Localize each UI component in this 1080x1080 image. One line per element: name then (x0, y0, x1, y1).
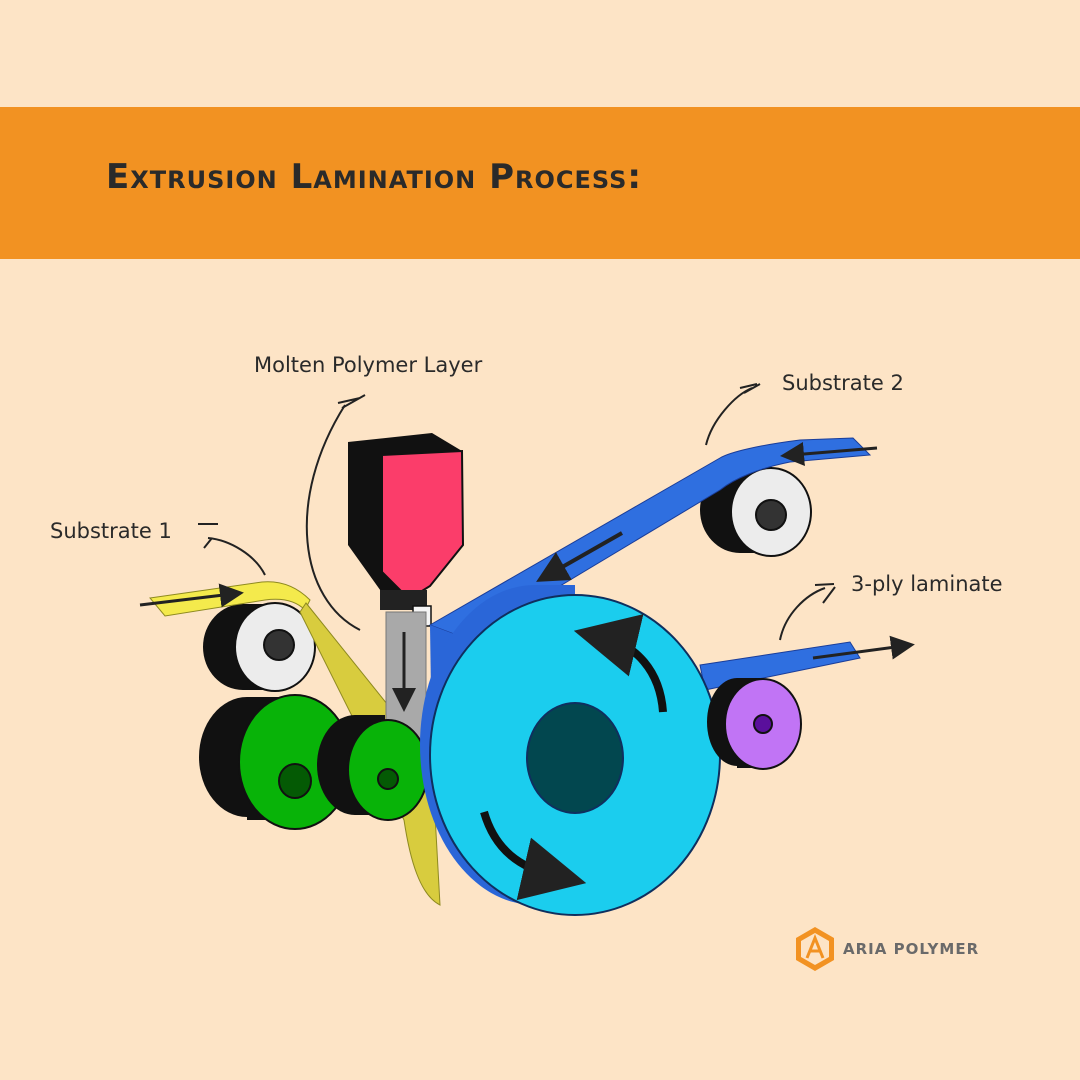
molten-polymer-leader (305, 404, 361, 631)
nip-roll-small (317, 715, 429, 821)
substrate-1-web (139, 581, 441, 906)
title-banner (0, 107, 1080, 259)
laminate-leader (779, 587, 826, 641)
laminate-rewind-roll (707, 635, 915, 770)
substrate-2-label: Substrate 2 (782, 371, 904, 395)
brand-logo (796, 927, 834, 971)
substrate-1-direction-arrow (139, 583, 244, 608)
laminate-label: 3-ply laminate (851, 572, 1003, 596)
rotation-arrow-bottom (480, 810, 587, 901)
page-title: Extrusion Lamination Process: (106, 157, 642, 197)
substrate-1-leader (207, 537, 266, 576)
brand-name: ARIA POLYMER (843, 940, 980, 958)
substrate-2-leader (705, 387, 753, 446)
substrate-1-supply-roll (203, 602, 316, 692)
molten-polymer-label: Molten Polymer Layer (254, 353, 483, 377)
nip-roll-large (199, 694, 352, 830)
substrate-1-label: Substrate 1 (50, 519, 172, 543)
substrate-2-direction-arrow (780, 442, 878, 466)
label-leaders (198, 383, 836, 641)
extruder-die (348, 433, 465, 627)
rotation-arrow-top (573, 614, 667, 713)
laminate-direction-arrow (812, 635, 915, 660)
chill-roll (420, 585, 721, 916)
substrate-2-feed-arrow (536, 531, 623, 582)
